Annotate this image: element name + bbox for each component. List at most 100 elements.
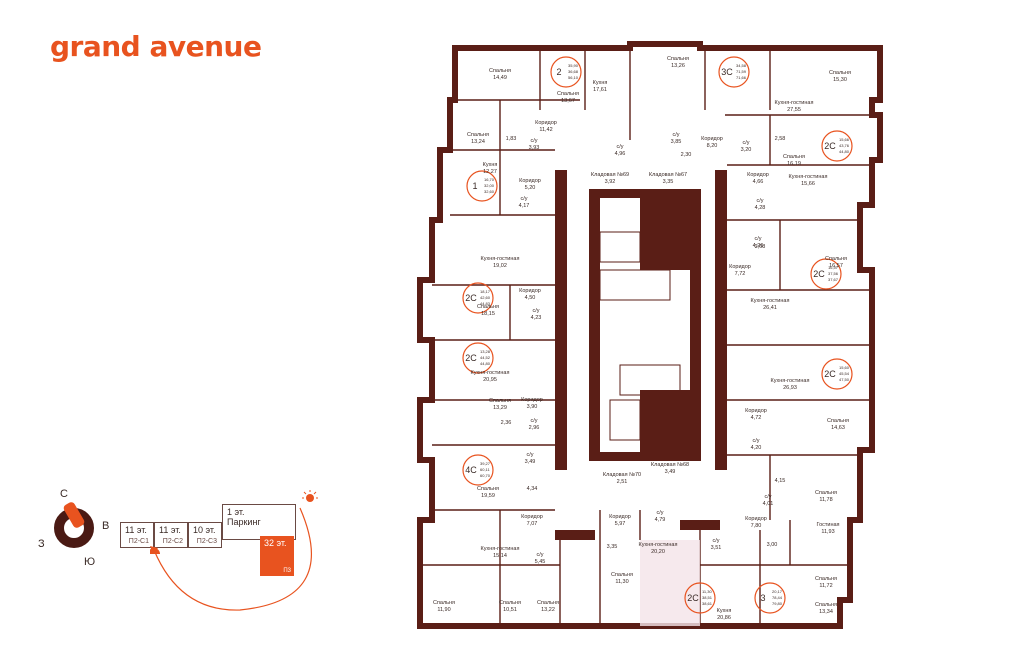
floor-selector: 1 эт. Паркинг 11 эт. П2-С1 11 эт. П2-С2 … bbox=[120, 500, 300, 580]
floor-cell-parking[interactable]: 1 эт. Паркинг bbox=[222, 504, 296, 540]
sun-path bbox=[150, 490, 318, 611]
staircase bbox=[599, 231, 641, 263]
current-floor-code: П3 bbox=[283, 568, 291, 574]
room-area: 16,19 bbox=[787, 161, 801, 167]
apartment-area-label: 42,60 bbox=[480, 295, 491, 300]
room-area: 3,49 bbox=[525, 459, 536, 465]
room-label: с/у4,23 bbox=[531, 308, 542, 321]
room-name: Спальня bbox=[477, 486, 499, 492]
room-name: Коридор bbox=[519, 288, 541, 294]
compass-rose: С В Ю З bbox=[38, 488, 138, 578]
dimension-label: 4,34 bbox=[527, 486, 538, 492]
compass-east-label: В bbox=[102, 520, 110, 532]
apartment-area-label: 37,56 bbox=[828, 271, 839, 276]
apartment-area-label: 38,61 bbox=[702, 601, 713, 606]
selected-apartment[interactable] bbox=[640, 540, 700, 626]
room-area: 4,17 bbox=[519, 203, 530, 209]
room-name: Спальня bbox=[827, 418, 849, 424]
apartment-area-label: 16,70 bbox=[484, 177, 495, 182]
room-name: с/у bbox=[526, 452, 533, 458]
room-area: 11,72 bbox=[819, 583, 832, 589]
apartment-area-label: 47,50 bbox=[839, 377, 850, 382]
room-name: Коридор bbox=[609, 514, 631, 520]
structural-walls bbox=[555, 170, 727, 540]
exterior-walls bbox=[417, 41, 883, 629]
room-area: 7,80 bbox=[751, 523, 762, 529]
room-area: 10,51 bbox=[503, 607, 517, 613]
room-name: Коридор bbox=[535, 120, 557, 126]
room-name: Спальня bbox=[489, 68, 511, 74]
apartment-area-label: 35,90 bbox=[568, 63, 579, 68]
sun-arc bbox=[153, 507, 313, 611]
room-name: с/у bbox=[532, 308, 539, 314]
room-name: Кладовая №69 bbox=[591, 172, 629, 178]
floor-cell[interactable]: 10 эт. П2-С3 bbox=[188, 522, 222, 548]
dimension-label: 2,08 bbox=[755, 244, 766, 250]
apartment-area-label: 37,67 bbox=[828, 277, 839, 282]
room-name: Спальня bbox=[477, 304, 499, 310]
room-area: 16,57 bbox=[829, 263, 843, 269]
apartment-area-label: 39,27 bbox=[480, 461, 491, 466]
room-area: 13,26 bbox=[671, 63, 685, 69]
room-area: 3,51 bbox=[711, 545, 722, 551]
room-area: 15,30 bbox=[833, 77, 847, 83]
current-floor[interactable]: 32 эт. П3 bbox=[260, 536, 294, 576]
floor-cell[interactable]: 11 эт. П2-С2 bbox=[154, 522, 188, 548]
room-area: 13,67 bbox=[561, 98, 575, 104]
apartment-area-label: 36,68 bbox=[568, 69, 579, 74]
room-name: с/у bbox=[530, 138, 537, 144]
apartment-type-label: 3 bbox=[760, 593, 765, 603]
apartment-area-label: 60,70 bbox=[480, 473, 491, 478]
dimension-label: 3,00 bbox=[767, 542, 778, 548]
apartment-area-label: 78,44 bbox=[772, 595, 783, 600]
room-name: Спальня bbox=[467, 132, 489, 138]
floor-code: П2-С1 bbox=[128, 538, 149, 545]
floor-label: 10 эт. bbox=[193, 525, 216, 535]
dimension-label: 1,83 bbox=[506, 136, 517, 142]
room-name: Спальня bbox=[815, 576, 837, 582]
room-name: с/у bbox=[672, 132, 679, 138]
room-name: с/у bbox=[752, 438, 759, 444]
dimension-label: 2,58 bbox=[775, 136, 786, 142]
room-area: 26,93 bbox=[783, 385, 797, 391]
apartment-area-label: 44,80 bbox=[839, 149, 850, 154]
room-area: 3,90 bbox=[527, 404, 538, 410]
floor-cell[interactable]: 11 эт. П2-С1 bbox=[120, 522, 154, 548]
apartment-area-label: 13,28 bbox=[480, 349, 491, 354]
room-area: 3,85 bbox=[671, 139, 682, 145]
interior-walls bbox=[420, 48, 880, 626]
room-area: 4,26 bbox=[753, 243, 764, 249]
room-name: с/у bbox=[712, 538, 719, 544]
